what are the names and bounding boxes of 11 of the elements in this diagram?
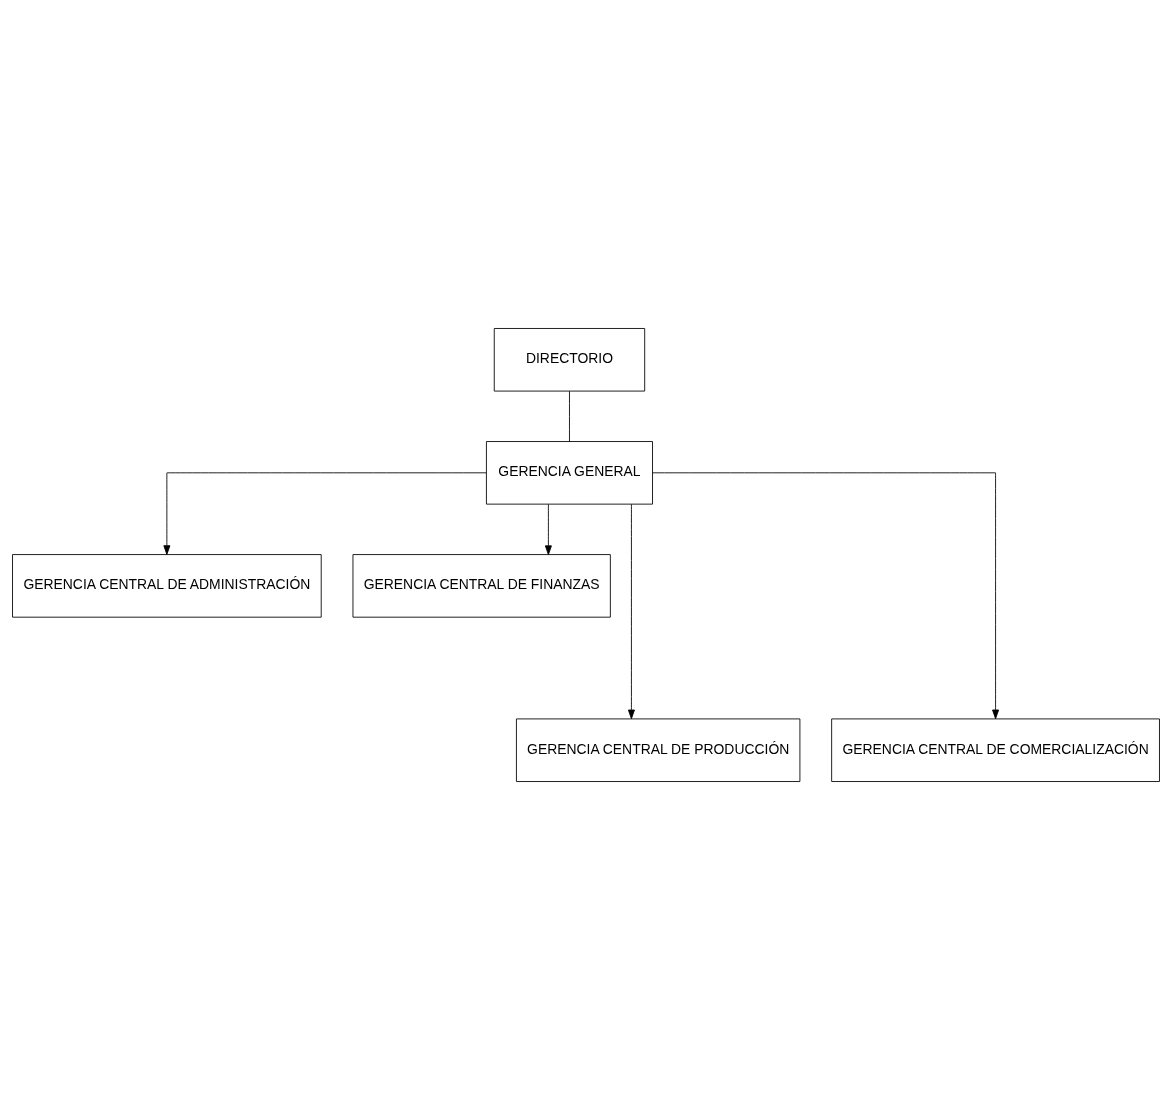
node-box: GERENCIA CENTRAL DE FINANZAS — [352, 553, 611, 618]
arrow — [163, 471, 487, 555]
node-box: GERENCIA CENTRAL DE COMERCIALIZACIÓN — [831, 717, 1160, 782]
node-box: GERENCIA CENTRAL DE PRODUCCIÓN — [516, 717, 801, 782]
arrow — [544, 503, 552, 555]
arrow — [652, 471, 1000, 719]
arrow — [627, 503, 635, 719]
node-box: DIRECTORIO — [493, 327, 646, 392]
node-box: GERENCIA GENERAL — [486, 440, 653, 505]
node-box: GERENCIA CENTRAL DE ADMINISTRACIÓN — [12, 553, 322, 618]
connector — [569, 390, 570, 442]
